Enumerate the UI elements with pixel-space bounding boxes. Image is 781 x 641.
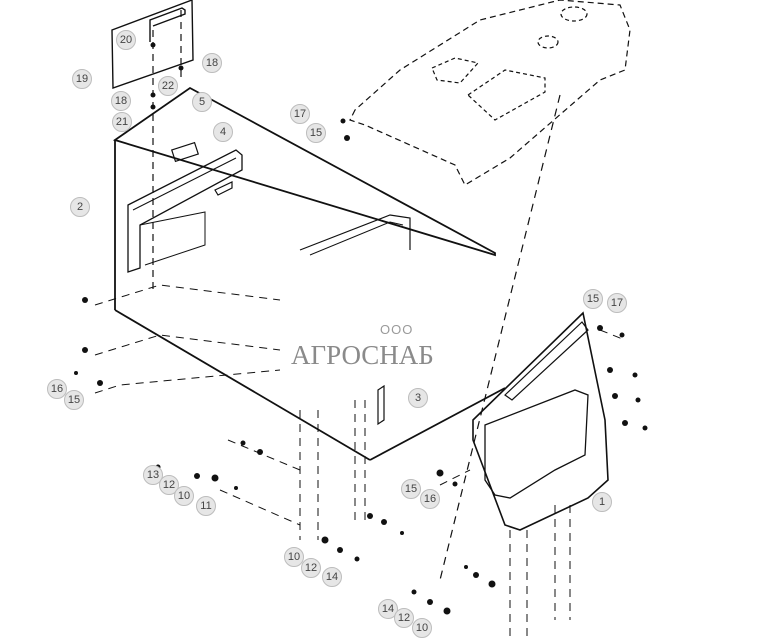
callout-14: 14 xyxy=(322,567,342,587)
callout-3: 3 xyxy=(408,388,428,408)
callout-12: 12 xyxy=(394,608,414,628)
callout-22: 22 xyxy=(158,76,178,96)
callout-12: 12 xyxy=(159,475,179,495)
callout-19: 19 xyxy=(72,69,92,89)
callout-18: 18 xyxy=(202,53,222,73)
callout-17: 17 xyxy=(607,293,627,313)
callout-16: 16 xyxy=(47,379,67,399)
callout-14: 14 xyxy=(378,599,398,619)
callout-15: 15 xyxy=(583,289,603,309)
callout-15: 15 xyxy=(401,479,421,499)
callout-11: 11 xyxy=(196,496,216,516)
callout-2: 2 xyxy=(70,197,90,217)
callout-21: 21 xyxy=(112,112,132,132)
callout-10: 10 xyxy=(284,547,304,567)
callout-12: 12 xyxy=(301,558,321,578)
callout-1: 1 xyxy=(592,492,612,512)
callout-15: 15 xyxy=(306,123,326,143)
callout-10: 10 xyxy=(174,486,194,506)
watermark-brand: АГРОСНАБ xyxy=(291,340,434,370)
callout-18: 18 xyxy=(111,91,131,111)
plate-19 xyxy=(111,0,194,89)
callout-17: 17 xyxy=(290,104,310,124)
callout-13: 13 xyxy=(143,465,163,485)
callout-10: 10 xyxy=(412,618,432,638)
watermark-prefix: ООО xyxy=(380,322,414,337)
callout-20: 20 xyxy=(116,30,136,50)
callout-16: 16 xyxy=(420,489,440,509)
callout-5: 5 xyxy=(192,92,212,112)
callout-4: 4 xyxy=(213,122,233,142)
callout-15: 15 xyxy=(64,390,84,410)
